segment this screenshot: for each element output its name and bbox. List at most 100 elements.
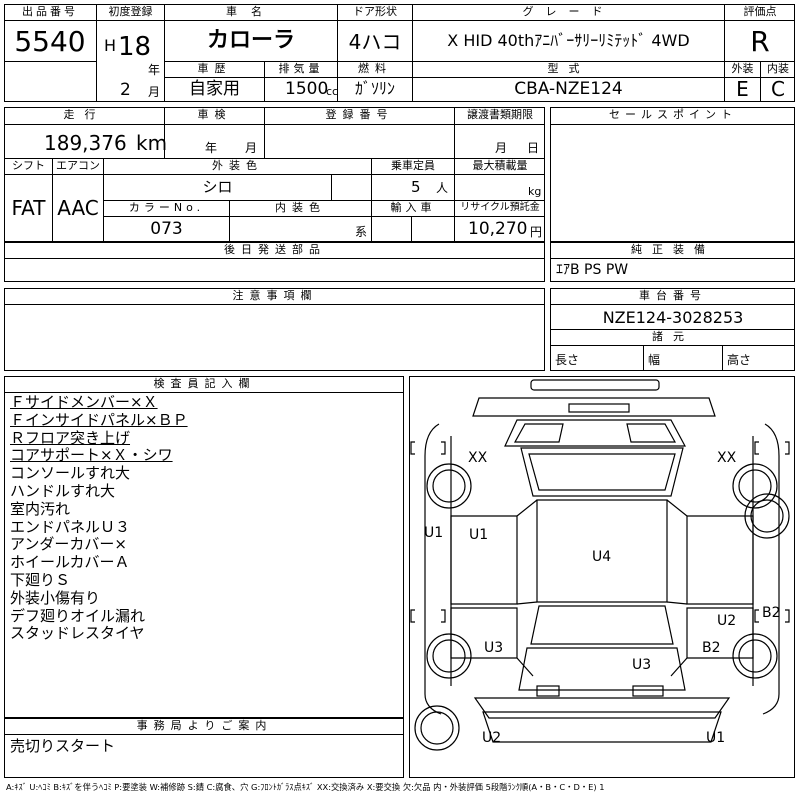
inspection-label: 車検 bbox=[197, 108, 232, 121]
notes-box bbox=[4, 288, 545, 371]
exterior-score: E bbox=[736, 77, 749, 101]
lot-number-label: 出品番号 bbox=[22, 5, 78, 18]
header-grid bbox=[4, 4, 795, 102]
year: 18 bbox=[118, 32, 152, 62]
remark-line: Ｒフロア突き上げ bbox=[10, 428, 131, 447]
sales-point-label: セールスポイント bbox=[609, 108, 737, 121]
exterior-color: シロ bbox=[202, 178, 233, 196]
left-body-outline bbox=[424, 423, 442, 715]
inspector-label: 検査員記入欄 bbox=[153, 377, 256, 390]
office-note: 売切りスタート bbox=[10, 737, 116, 755]
remark-line: コンソールすれ大 bbox=[10, 464, 131, 483]
right-rear-door-shape bbox=[686, 607, 754, 659]
damage-front-right: XX bbox=[717, 450, 737, 466]
remark-line: デフ廻りオイル漏れ bbox=[10, 606, 146, 625]
transfer-docs-label: 譲渡書類期限 bbox=[467, 108, 533, 121]
recycle-amount: 10,270 bbox=[468, 219, 528, 239]
interior-score: C bbox=[771, 77, 785, 101]
year-unit: 年 bbox=[148, 63, 161, 77]
capacity-label: 乗車定員 bbox=[391, 159, 435, 172]
grille-shape bbox=[568, 403, 630, 413]
grade-label: グレード bbox=[522, 5, 615, 18]
remark-line: 室内汚れ bbox=[10, 499, 71, 518]
notes-label: 注意事項欄 bbox=[232, 289, 318, 302]
chassis-label: 車台番号 bbox=[639, 289, 707, 302]
first-reg-label: 初度登録 bbox=[108, 5, 153, 18]
max-load-label: 最大積載量 bbox=[472, 159, 528, 172]
ac: AAC bbox=[57, 196, 99, 220]
color-number: 073 bbox=[150, 219, 183, 239]
damage-left-fender: U1 bbox=[424, 525, 444, 541]
score: R bbox=[750, 25, 770, 58]
chassis-number: NZE124-3028253 bbox=[602, 308, 744, 327]
mileage-label: 走行 bbox=[63, 108, 106, 121]
front-left-wheel-shape bbox=[426, 463, 472, 509]
fuel: ｶﾞｿﾘﾝ bbox=[354, 79, 395, 98]
remark-line: 下廻りＳ bbox=[10, 571, 71, 589]
transfer-day-unit: 日 bbox=[527, 141, 540, 155]
front-right-wheel-shape bbox=[732, 463, 778, 509]
genuine-equipment: ｴｱB PS PW bbox=[556, 262, 629, 278]
sales-point-box bbox=[550, 107, 795, 242]
ac-label: エアコン bbox=[56, 159, 100, 172]
remark-line: Ｆインサイドパネル×ＢＰ bbox=[10, 410, 188, 429]
width-label: 幅 bbox=[648, 353, 661, 367]
inspection-year-unit: 年 bbox=[205, 141, 218, 155]
history: 自家用 bbox=[189, 79, 240, 99]
car-diagram-box bbox=[409, 376, 795, 778]
damage-right-rear-door: U2 bbox=[717, 613, 737, 629]
office-label: 事務局よりご案内 bbox=[136, 719, 273, 732]
damage-roof: U4 bbox=[592, 549, 612, 565]
era: H bbox=[104, 36, 117, 55]
capacity-unit: 人 bbox=[436, 181, 449, 195]
color-number-label: カラーNo. bbox=[128, 201, 205, 214]
damage-right-rear-panel: B2 bbox=[702, 640, 721, 656]
shift-label: シフト bbox=[12, 159, 45, 172]
remark-line: 外装小傷有り bbox=[10, 588, 101, 607]
spare-wheel-right-shape bbox=[744, 493, 790, 539]
transfer-month-unit: 月 bbox=[495, 141, 508, 155]
later-parts-label: 後日発送部品 bbox=[224, 243, 326, 256]
car-name: カローラ bbox=[206, 28, 295, 53]
trunk-shape bbox=[518, 647, 686, 691]
inspector-box bbox=[4, 376, 404, 718]
mileage: 189,376 bbox=[44, 131, 127, 155]
model-label: 型式 bbox=[547, 62, 590, 75]
mileage-unit: km bbox=[136, 131, 168, 155]
shift: FAT bbox=[11, 196, 46, 220]
height-label: 高さ bbox=[727, 353, 752, 367]
door-label: ドア形状 bbox=[353, 5, 397, 18]
rear-panel-shape bbox=[473, 697, 731, 719]
registration-number-label: 登録番号 bbox=[325, 108, 394, 121]
grade: X HID 40thｱﾆﾊﾞｰｻﾘｰﾘﾐﾃｯﾄﾞ 4WD bbox=[447, 31, 690, 50]
max-load-unit: kg bbox=[528, 185, 542, 198]
car-damage-diagram bbox=[410, 379, 790, 751]
genuine-equipment-box bbox=[550, 242, 795, 282]
damage-front-left: XX bbox=[468, 450, 488, 466]
capacity: 5 bbox=[411, 178, 421, 196]
length-label: 長さ bbox=[555, 353, 580, 367]
interior-color-unit: 系 bbox=[355, 225, 368, 239]
exterior-label: 外装 bbox=[731, 62, 754, 75]
windshield-shape bbox=[520, 447, 684, 497]
score-label: 評価点 bbox=[743, 5, 777, 18]
remark-line: Ｆサイドメンバー×Ｘ bbox=[10, 393, 158, 411]
month: 2 bbox=[120, 80, 131, 100]
remark-line: スタッドレスタイヤ bbox=[10, 624, 145, 643]
inspection-month-unit: 月 bbox=[245, 141, 258, 155]
right-front-door-shape bbox=[686, 515, 754, 605]
car-name-label: 車名 bbox=[226, 5, 276, 18]
spare-wheel-left-shape bbox=[414, 705, 460, 751]
model: CBA-NZE124 bbox=[514, 79, 623, 99]
damage-trunk: U3 bbox=[632, 657, 652, 673]
import-label: 輸入車 bbox=[390, 201, 436, 214]
recycle-label: リサイクル預託金 bbox=[460, 202, 540, 213]
rear-bumper-shape bbox=[482, 711, 722, 743]
legend: A:ｷｽﾞ U:ﾍｺﾐ B:ｷｽﾞを伴うﾍｺﾐ P:要塗装 W:補修跡 S:錆 … bbox=[6, 782, 605, 792]
damage-rear-right: U1 bbox=[706, 730, 726, 746]
right-body-outline bbox=[762, 423, 780, 715]
displacement: 1500 bbox=[285, 79, 329, 99]
damage-rear-left: U2 bbox=[482, 730, 502, 746]
interior-color-label: 内装色 bbox=[275, 201, 326, 214]
remark-line: アンダーカバー× bbox=[10, 535, 127, 554]
